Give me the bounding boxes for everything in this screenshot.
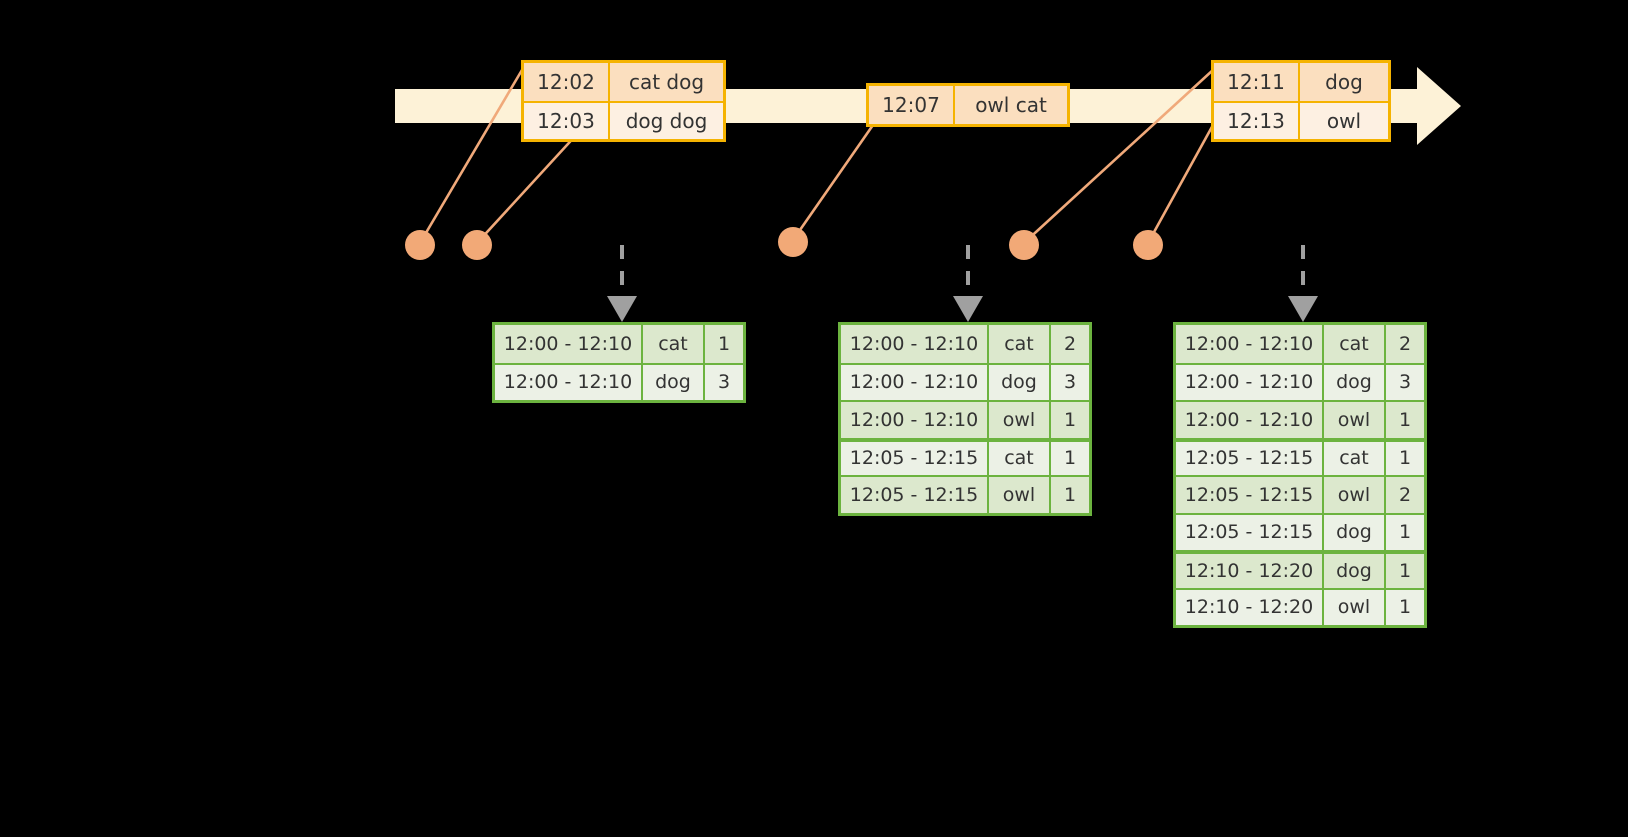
cell-word: owl [1324,589,1386,625]
arrow-head-3 [1288,296,1318,322]
cell-word: cat [1324,441,1386,475]
cell-window: 12:05 - 12:15 [841,441,989,475]
event-words: dog dog [610,103,723,139]
cell-window: 12:00 - 12:10 [841,364,989,400]
cell-word: owl [989,402,1051,438]
cell-count: 1 [1386,402,1424,438]
trigger-dot-4 [1009,230,1039,260]
dashed-arrows [620,245,1305,300]
cell-count: 1 [1051,441,1089,475]
cell-word: cat [989,325,1051,363]
event-time: 12:07 [869,86,955,124]
event-time: 12:11 [1214,63,1300,101]
dashed-arrow-heads [607,296,1318,322]
table-row: 12:05 - 12:15 owl 2 [1176,475,1424,513]
event-group-1: 12:02 cat dog 12:03 dog dog [521,60,726,142]
cell-window: 12:05 - 12:15 [841,477,989,513]
trigger-dots [405,227,1163,260]
table-row: 12:00 - 12:10 owl 1 [841,400,1089,438]
cell-word: dog [1324,554,1386,588]
cell-count: 1 [1386,554,1424,588]
cell-window: 12:05 - 12:15 [1176,441,1324,475]
cell-count: 1 [1051,477,1089,513]
event-row: 12:03 dog dog [524,101,723,139]
event-row: 12:07 owl cat [869,86,1067,124]
cell-count: 2 [1051,325,1089,363]
table-row: 12:00 - 12:10 cat 2 [1176,325,1424,363]
table-row: 12:10 - 12:20 owl 1 [1176,587,1424,625]
cell-window: 12:00 - 12:10 [841,402,989,438]
cell-count: 3 [1386,364,1424,400]
event-time: 12:02 [524,63,610,101]
cell-word: owl [989,477,1051,513]
table-row: 12:00 - 12:10 owl 1 [1176,400,1424,438]
cell-window: 12:05 - 12:15 [1176,514,1324,550]
table-row: 12:05 - 12:15 dog 1 [1176,512,1424,550]
event-words: cat dog [610,63,723,101]
event-row: 12:02 cat dog [524,63,723,101]
event-words: owl cat [955,86,1067,124]
cell-window: 12:00 - 12:10 [1176,364,1324,400]
trigger-dot-2 [462,230,492,260]
event-time: 12:13 [1214,103,1300,139]
table-row: 12:10 - 12:20 dog 1 [1176,550,1424,588]
cell-count: 2 [1386,325,1424,363]
cell-word: owl [1324,402,1386,438]
cell-count: 1 [1386,589,1424,625]
cell-window: 12:05 - 12:15 [1176,477,1324,513]
cell-count: 1 [1051,402,1089,438]
cell-window: 12:00 - 12:10 [1176,325,1324,363]
event-words: dog [1300,63,1388,101]
result-table-2: 12:00 - 12:10 cat 2 12:00 - 12:10 dog 3 … [838,322,1092,516]
table-row: 12:00 - 12:10 dog 3 [1176,362,1424,400]
cell-count: 2 [1386,477,1424,513]
cell-window: 12:10 - 12:20 [1176,554,1324,588]
trigger-dot-3 [778,227,808,257]
table-row: 12:00 - 12:10 cat 1 [495,325,743,363]
event-words: owl [1300,103,1388,139]
event-group-3: 12:11 dog 12:13 owl [1211,60,1391,142]
event-time: 12:03 [524,103,610,139]
trigger-dot-1 [405,230,435,260]
table-row: 12:05 - 12:15 owl 1 [841,475,1089,513]
trigger-dot-5 [1133,230,1163,260]
table-row: 12:00 - 12:10 dog 3 [841,362,1089,400]
arrow-head-1 [607,296,637,322]
cell-window: 12:10 - 12:20 [1176,589,1324,625]
cell-count: 3 [1051,364,1089,400]
cell-window: 12:00 - 12:10 [841,325,989,363]
cell-word: dog [1324,514,1386,550]
result-table-1: 12:00 - 12:10 cat 1 12:00 - 12:10 dog 3 [492,322,746,403]
cell-count: 1 [1386,514,1424,550]
cell-count: 1 [705,325,743,363]
table-row: 12:05 - 12:15 cat 1 [841,437,1089,475]
event-row: 12:11 dog [1214,63,1388,101]
arrow-head-2 [953,296,983,322]
cell-word: cat [643,325,705,363]
cell-window: 12:00 - 12:10 [1176,402,1324,438]
cell-count: 3 [705,364,743,400]
cell-count: 1 [1386,441,1424,475]
cell-word: cat [1324,325,1386,363]
event-group-2: 12:07 owl cat [866,83,1070,127]
table-row: 12:00 - 12:10 dog 3 [495,362,743,400]
cell-window: 12:00 - 12:10 [495,364,643,400]
cell-window: 12:00 - 12:10 [495,325,643,363]
cell-word: dog [643,364,705,400]
cell-word: owl [1324,477,1386,513]
cell-word: cat [989,441,1051,475]
event-row: 12:13 owl [1214,101,1388,139]
cell-word: dog [989,364,1051,400]
cell-word: dog [1324,364,1386,400]
table-row: 12:05 - 12:15 cat 1 [1176,437,1424,475]
result-table-3: 12:00 - 12:10 cat 2 12:00 - 12:10 dog 3 … [1173,322,1427,628]
table-row: 12:00 - 12:10 cat 2 [841,325,1089,363]
